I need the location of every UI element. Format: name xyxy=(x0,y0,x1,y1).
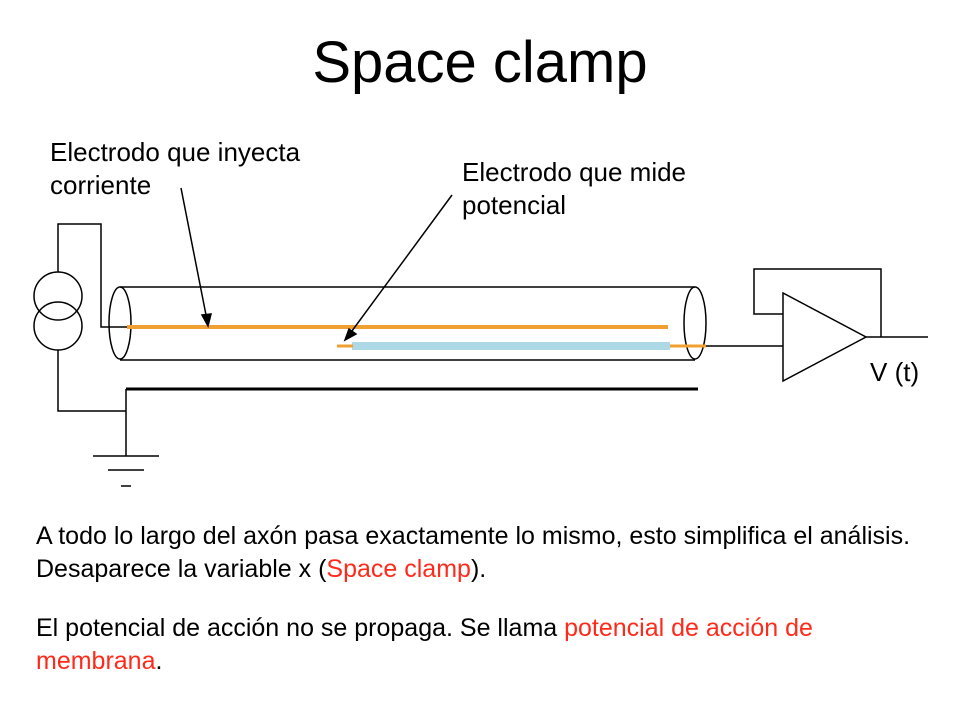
ground-icon xyxy=(93,389,159,487)
injecting-electrode-label: Electrodo que inyecta corriente xyxy=(50,137,301,200)
measuring-electrode-label: Electrodo que mide potencial xyxy=(462,157,687,220)
slide-title: Space clamp xyxy=(312,30,648,95)
axon-cylinder xyxy=(108,286,707,361)
amplifier-feedback-wiring xyxy=(753,268,928,338)
paragraph-text: El potencial de acción no se propaga. Se… xyxy=(36,614,565,642)
amplifier-icon xyxy=(782,291,868,383)
paragraph-membrane-potential: El potencial de acción no se propaga. Se… xyxy=(36,612,936,678)
highlight-membrane-action-potential: potencial de acción de membrana xyxy=(36,614,813,675)
pointer-arrows xyxy=(180,187,453,342)
paragraph-space-clamp: A todo lo largo del axón pasa exactament… xyxy=(36,520,936,586)
output-voltage-label: V (t) xyxy=(870,357,920,387)
highlight-space-clamp: Space clamp xyxy=(326,555,471,583)
paragraph-text: ). xyxy=(470,555,487,583)
measuring-segment xyxy=(352,342,670,350)
current-source-icon xyxy=(33,271,83,351)
paragraph-text: . xyxy=(155,647,163,675)
paragraph-text: A todo lo largo del axón pasa exactament… xyxy=(36,522,911,583)
source-wiring xyxy=(57,223,130,412)
